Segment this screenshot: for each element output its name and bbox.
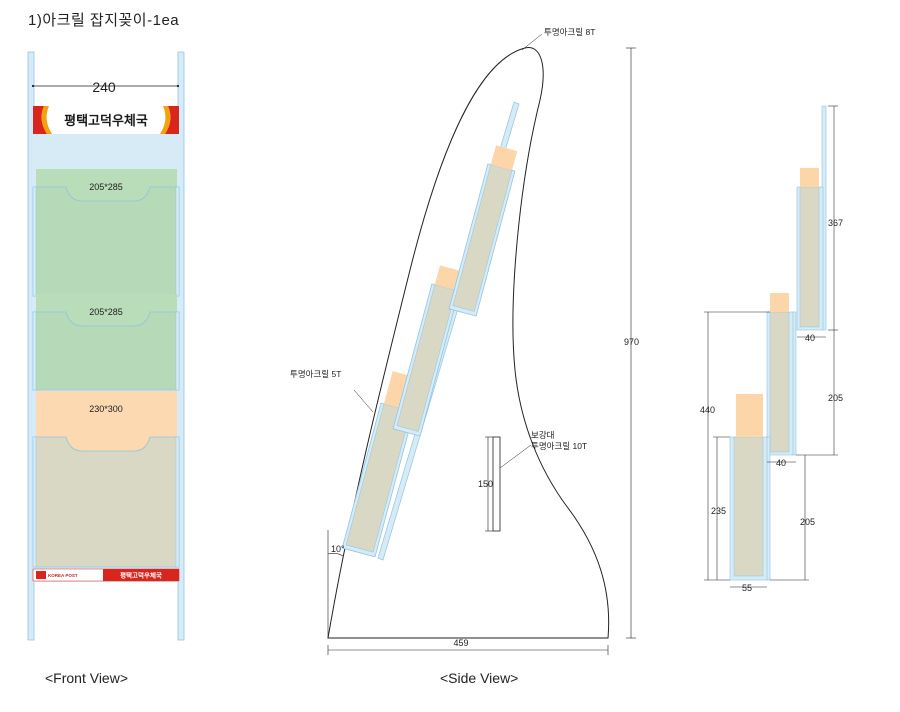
side-brace-label-1: 보강대 bbox=[531, 430, 554, 440]
side-brace-label-2: 투명아크릴 10T bbox=[531, 441, 587, 451]
front-pocket-size-1: 205*285 bbox=[89, 182, 123, 192]
detail-dim-235: 235 bbox=[711, 506, 726, 516]
side-width-dim: 459 bbox=[453, 638, 468, 648]
detail-dim-440: 440 bbox=[700, 405, 715, 415]
front-pocket-size-2: 205*285 bbox=[89, 307, 123, 317]
front-view: 240 평택고덕우체국 205*285 205*285 230*300 KOREA … bbox=[27, 51, 185, 641]
front-pocket-size-3: 230*300 bbox=[89, 404, 123, 414]
front-pocket-1: 205*285 bbox=[32, 169, 180, 297]
side-pocket-acrylic-label: 투명아크릴 5T bbox=[290, 369, 341, 379]
detail-view: 367 40 205 440 40 235 205 55 bbox=[700, 105, 843, 593]
side-height-dim: 970 bbox=[624, 337, 639, 347]
side-pockets bbox=[341, 145, 518, 558]
detail-dim-55: 55 bbox=[742, 583, 752, 593]
detail-dim-40-top: 40 bbox=[805, 333, 815, 343]
front-footer: KOREA POST 평택고덕우체국 bbox=[32, 568, 180, 582]
front-pocket-3: 230*300 bbox=[32, 391, 180, 568]
detail-dim-205-lower: 205 bbox=[800, 517, 815, 527]
side-top-acrylic-label: 투명아크릴 8T bbox=[544, 27, 595, 37]
side-brace bbox=[492, 436, 501, 532]
side-pocket-2 bbox=[392, 265, 462, 437]
front-pockets: 205*285 205*285 230*300 bbox=[32, 169, 180, 568]
front-pocket-2: 205*285 bbox=[32, 294, 180, 391]
detail-dim-367: 367 bbox=[828, 218, 843, 228]
side-brace-dim: 150 bbox=[478, 479, 493, 489]
front-width-dim: 240 bbox=[92, 79, 116, 95]
drawing-title: 1)아크릴 잡지꽂이-1ea bbox=[28, 12, 180, 29]
side-pocket-3 bbox=[448, 145, 518, 317]
side-view: 150 보강대 투명아크릴 10T 투명아크릴 8T 투명아크릴 5T 970 … bbox=[290, 27, 639, 655]
front-view-caption: <Front View> bbox=[45, 670, 129, 686]
front-footer-text: 평택고덕우체국 bbox=[120, 571, 162, 580]
front-banner: 평택고덕우체국 bbox=[33, 106, 179, 134]
detail-dim-40-mid: 40 bbox=[776, 458, 786, 468]
side-view-caption: <Side View> bbox=[440, 670, 519, 686]
front-footer-logo: KOREA POST bbox=[48, 573, 78, 578]
front-banner-text: 평택고덕우체국 bbox=[64, 113, 148, 129]
side-angle-dim: 10° bbox=[331, 544, 345, 554]
detail-dim-205-upper: 205 bbox=[828, 393, 843, 403]
side-pocket-1 bbox=[341, 371, 420, 558]
